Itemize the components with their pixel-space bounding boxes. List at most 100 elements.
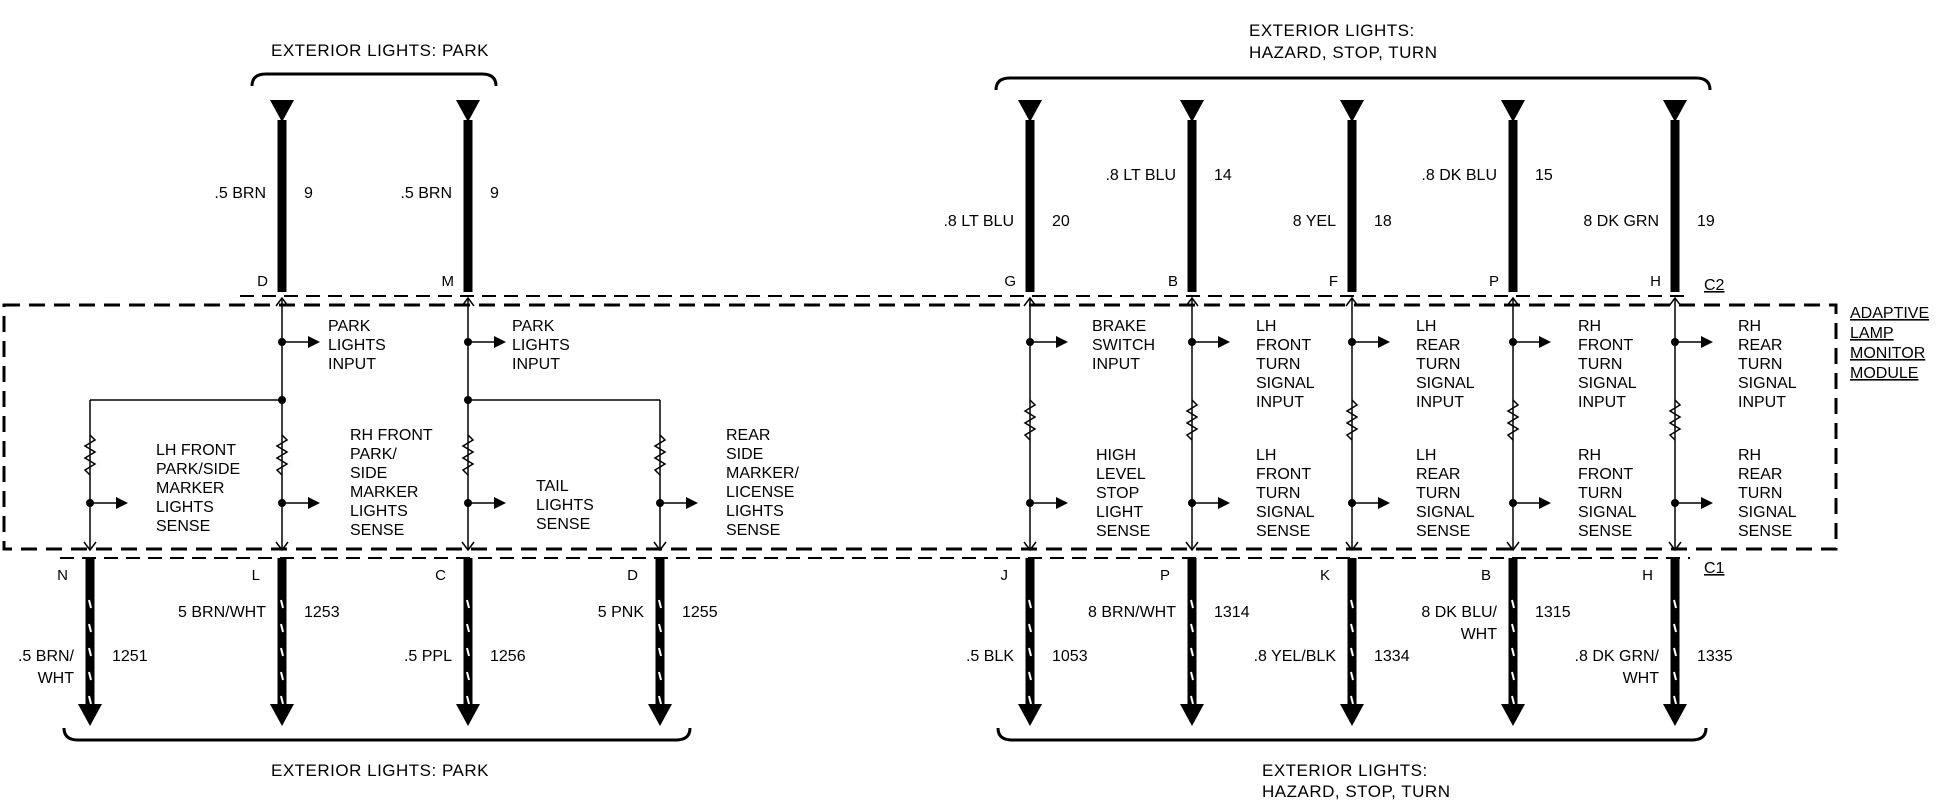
resistor-symbol xyxy=(461,434,475,476)
wire-color-label: 8 DK GRN xyxy=(1583,213,1659,230)
wire-stripe xyxy=(280,599,284,609)
sense-label: TURN xyxy=(1738,485,1782,502)
input-label: INPUT xyxy=(1092,356,1140,373)
signal-arrow xyxy=(116,497,128,509)
sense-label: SENSE xyxy=(1578,523,1632,540)
sense-label: REAR xyxy=(1416,466,1460,483)
module-name-line1: ADAPTIVE xyxy=(1850,305,1929,322)
wire-bottom-arrow xyxy=(1663,704,1687,726)
wire-color-label: 5 BRN/WHT xyxy=(178,604,266,621)
wire-bottom-arrow xyxy=(78,704,102,726)
input-label: TURN xyxy=(1738,356,1782,373)
wire-top-arrow xyxy=(1180,100,1204,122)
wire-stripe xyxy=(88,647,92,657)
input-label: INPUT xyxy=(1738,394,1786,411)
sense-label: SENSE xyxy=(1256,523,1310,540)
input-label: BRAKE xyxy=(1092,318,1146,335)
sense-label: LIGHTS xyxy=(536,497,594,514)
wire-bottom-arrow xyxy=(270,704,294,726)
resistor-symbol xyxy=(653,434,667,476)
sense-label: SIDE xyxy=(726,446,763,463)
input-label: LIGHTS xyxy=(512,337,570,354)
pin-label: P xyxy=(1489,273,1499,290)
pin-label: K xyxy=(1320,567,1330,584)
signal-arrow xyxy=(308,336,320,348)
wire-bottom-arrow xyxy=(1018,704,1042,726)
sense-label: RH FRONT xyxy=(350,427,433,444)
wire-color-label: .5 BRN xyxy=(214,185,266,202)
wire-stripe xyxy=(1190,599,1194,609)
wire-stripe xyxy=(1350,599,1354,609)
signal-arrow xyxy=(494,497,506,509)
sense-arrow xyxy=(275,541,289,552)
wire-stripe xyxy=(658,647,662,657)
pin-label: G xyxy=(1004,273,1016,290)
resistor-symbol xyxy=(83,434,97,476)
circuit-number: 20 xyxy=(1052,213,1070,230)
sense-arrow xyxy=(1506,541,1520,552)
wire-stripe xyxy=(1350,695,1354,705)
input-label: LIGHTS xyxy=(328,337,386,354)
signal-arrow xyxy=(1539,336,1551,348)
signal-arrow xyxy=(494,336,506,348)
wire-stripe xyxy=(1028,599,1032,609)
wire-stripe xyxy=(1190,695,1194,705)
circuit-number: 1253 xyxy=(304,604,340,621)
wire-color-label: WHT xyxy=(1461,626,1498,643)
sense-label: SENSE xyxy=(350,522,404,539)
resistor-symbol xyxy=(1023,399,1037,441)
wire-color-label: .5 BRN xyxy=(400,185,452,202)
bottom-right-header-line2: HAZARD, STOP, TURN xyxy=(1262,782,1450,800)
sense-label: SIDE xyxy=(350,465,387,482)
top-left-header: EXTERIOR LIGHTS: PARK xyxy=(271,41,489,60)
sense-label: LIGHTS xyxy=(156,499,214,516)
resistor-symbol xyxy=(1345,399,1359,441)
wire-stripe xyxy=(280,671,284,681)
wire-stripe xyxy=(466,695,470,705)
wire-color-label: WHT xyxy=(1623,670,1660,687)
pin-label: D xyxy=(257,273,268,290)
sense-label: FRONT xyxy=(1578,466,1633,483)
wire-color-label: .5 PPL xyxy=(404,648,452,665)
wire-color-label: WHT xyxy=(38,670,75,687)
wire-top-arrow xyxy=(456,100,480,122)
circuit-number: 1314 xyxy=(1214,604,1250,621)
pin-label: C xyxy=(435,567,446,584)
sense-label: SENSE xyxy=(536,516,590,533)
sense-label: MARKER/ xyxy=(726,465,799,482)
pin-label: J xyxy=(1001,567,1009,584)
resistor-symbol xyxy=(275,434,289,476)
sense-label: LIGHTS xyxy=(726,503,784,520)
wire-top-arrow xyxy=(1663,100,1687,122)
circuit-number: 18 xyxy=(1374,213,1392,230)
pin-label: M xyxy=(442,273,455,290)
bottom-right-brace xyxy=(996,727,1708,742)
wire-stripe xyxy=(1673,647,1677,657)
bottom-left-header: EXTERIOR LIGHTS: PARK xyxy=(271,761,489,780)
wire-stripe xyxy=(1673,695,1677,705)
wire-bottom-arrow xyxy=(1501,704,1525,726)
wire-stripe xyxy=(658,623,662,633)
sense-label: TURN xyxy=(1416,485,1460,502)
input-label: TURN xyxy=(1578,356,1622,373)
wire-stripe xyxy=(1190,647,1194,657)
pin-label: L xyxy=(252,567,260,584)
sense-label: MARKER xyxy=(156,480,224,497)
wire-stripe xyxy=(1673,623,1677,633)
sense-arrow xyxy=(653,541,667,552)
input-label: SWITCH xyxy=(1092,337,1155,354)
signal-arrow xyxy=(1378,497,1390,509)
input-label: INPUT xyxy=(512,356,560,373)
sense-label: SENSE xyxy=(1096,523,1150,540)
circuit-number: 14 xyxy=(1214,167,1232,184)
input-label: FRONT xyxy=(1578,337,1633,354)
top-right-header-line2: HAZARD, STOP, TURN xyxy=(1249,43,1437,62)
wire-top-arrow xyxy=(1018,100,1042,122)
sense-label: MARKER xyxy=(350,484,418,501)
sense-arrow xyxy=(1185,541,1199,552)
sense-arrow xyxy=(83,541,97,552)
wire-stripe xyxy=(466,599,470,609)
input-label: RH xyxy=(1578,318,1601,335)
